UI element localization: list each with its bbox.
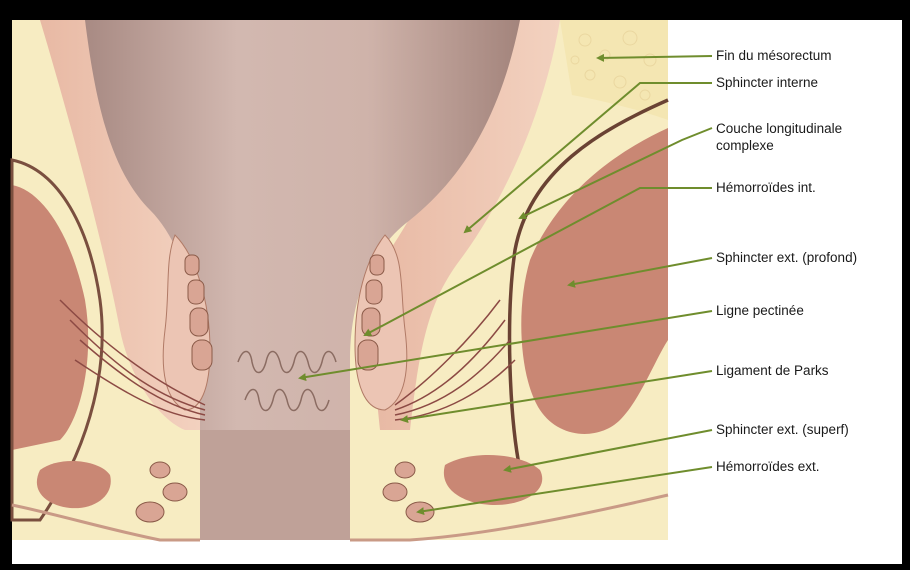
label-ligne-pectinee: Ligne pectinée — [716, 303, 804, 318]
label-hemorroides-ext: Hémorroïdes ext. — [716, 459, 820, 474]
label-hemorroides-int: Hémorroïdes int. — [716, 180, 816, 195]
label-sphincter-interne: Sphincter interne — [716, 75, 818, 90]
illustration — [12, 20, 668, 540]
label-fin-mesorectum: Fin du mésorectum — [716, 48, 832, 63]
label-ligament-parks: Ligament de Parks — [716, 363, 829, 378]
label-sphincter-ext-profond: Sphincter ext. (profond) — [716, 250, 857, 265]
label-sphincter-ext-superf: Sphincter ext. (superf) — [716, 422, 849, 437]
label-couche-longitudinale: Couche longitudinale — [716, 121, 842, 136]
anal-canal — [200, 430, 350, 540]
label-couche-longitudinale-complexe: complexe — [716, 138, 774, 153]
